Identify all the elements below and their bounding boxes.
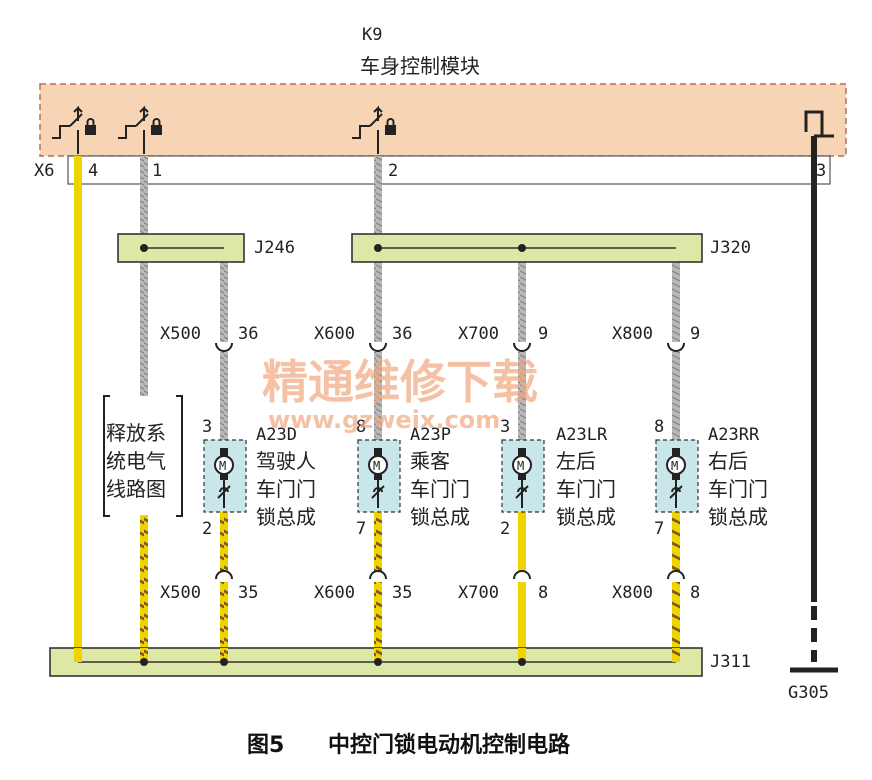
lock-switch-icon	[352, 105, 396, 154]
actuator-name-line: 锁总成	[410, 505, 470, 529]
ground-contact-icon	[804, 110, 834, 138]
upper-connector-label: X800	[612, 324, 653, 344]
connector-x6-label: X6	[34, 161, 54, 181]
actuator-a23p: M	[357, 439, 401, 513]
gray-wires	[140, 156, 680, 440]
junction-j311-label: J311	[710, 652, 751, 672]
actuator-name-line: 车门门	[556, 477, 616, 501]
release-box-bracket	[103, 395, 183, 517]
motor-symbol: M	[517, 459, 524, 473]
upper-pin-label: 36	[392, 324, 412, 344]
actuator-pin-top: 8	[356, 417, 366, 437]
actuator-name-line: 车门门	[256, 477, 316, 501]
upper-connector-label: X600	[314, 324, 355, 344]
motor-symbol: M	[219, 459, 226, 473]
lower-pin-label: 35	[238, 583, 258, 603]
actuator-a23lr: M	[501, 439, 545, 513]
lower-connector-label: X600	[314, 583, 355, 603]
caption-number: 图5	[247, 733, 284, 758]
watermark-title: 精通维修下载	[262, 355, 538, 409]
module-k9-box	[39, 83, 847, 157]
bcm-pin-label: 4	[88, 161, 98, 181]
ground-wire	[790, 136, 838, 673]
module-id: K9	[362, 25, 382, 45]
lower-pin-label: 8	[690, 583, 700, 603]
actuator-pin-bottom: 2	[202, 519, 212, 539]
ground-label: G305	[788, 683, 829, 703]
actuator-name-line: 锁总成	[556, 505, 616, 529]
actuator-a23rr: M	[655, 439, 699, 513]
actuator-pin-top: 8	[654, 417, 664, 437]
actuator-pin-top: 3	[202, 417, 212, 437]
actuator-name-line: 乘客	[410, 449, 450, 473]
lock-switch-icon	[118, 105, 162, 154]
release-box-line: 线路图	[106, 477, 166, 501]
actuator-name-line: 锁总成	[708, 505, 768, 529]
actuator-ref: A23RR	[708, 425, 760, 445]
motor-symbol: M	[671, 459, 678, 473]
bcm-pin-label: 1	[152, 161, 162, 181]
actuator-ref: A23P	[410, 425, 451, 445]
actuator-ref: A23D	[256, 425, 297, 445]
bcm-pin-label: 3	[816, 161, 826, 181]
yellow-wires	[74, 156, 680, 656]
actuator-name-line: 驾驶人	[256, 449, 316, 473]
release-box-line: 统电气	[106, 449, 166, 473]
junction-j246-label: J246	[254, 238, 295, 258]
lower-connector-label: X700	[458, 583, 499, 603]
watermark-url: www.gzweix.com	[268, 406, 500, 434]
actuator-name-line: 车门门	[708, 477, 768, 501]
lower-connector-label: X800	[612, 583, 653, 603]
module-name: 车身控制模块	[360, 54, 480, 78]
upper-pin-label: 9	[690, 324, 700, 344]
actuator-pin-bottom: 7	[654, 519, 664, 539]
upper-connector-label: X700	[458, 324, 499, 344]
lower-pin-label: 8	[538, 583, 548, 603]
actuator-pin-top: 3	[500, 417, 510, 437]
actuator-name-line: 左后	[556, 449, 596, 473]
actuator-pin-bottom: 2	[500, 519, 510, 539]
release-box-line: 释放系	[106, 421, 166, 445]
bcm-pin-label: 2	[388, 161, 398, 181]
connector-arcs	[215, 342, 685, 580]
motor-symbol: M	[373, 459, 380, 473]
actuator-name-line: 车门门	[410, 477, 470, 501]
actuator-name-line: 锁总成	[256, 505, 316, 529]
upper-pin-label: 36	[238, 324, 258, 344]
junction-j320-label: J320	[710, 238, 751, 258]
lock-switch-icon	[52, 105, 96, 154]
actuator-ref: A23LR	[556, 425, 608, 445]
caption-title: 中控门锁电动机控制电路	[328, 732, 571, 758]
upper-connector-label: X500	[160, 324, 201, 344]
upper-pin-label: 9	[538, 324, 548, 344]
connector-x6-strip	[67, 155, 831, 185]
lower-pin-label: 35	[392, 583, 412, 603]
actuator-a23d: M	[203, 439, 247, 513]
actuator-pin-bottom: 7	[356, 519, 366, 539]
lower-connector-label: X500	[160, 583, 201, 603]
actuator-name-line: 右后	[708, 449, 748, 473]
